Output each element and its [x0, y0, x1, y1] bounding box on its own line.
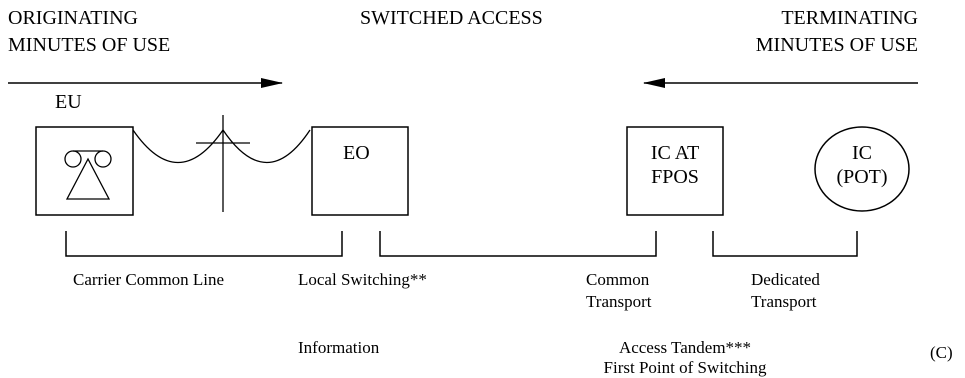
eu-label: EU [55, 91, 82, 113]
carrier-common-line-bracket [65, 231, 343, 257]
dedicated-transport-bracket [712, 231, 858, 257]
originating-heading-line1: ORIGINATING [8, 7, 138, 29]
eo-label: EO [343, 142, 370, 164]
carrier-common-line-label: Carrier Common Line [73, 270, 225, 289]
dedicated-transport-label-line2: Transport [751, 292, 817, 311]
common-transport-label-line2: Transport [586, 292, 652, 311]
dedicated-transport-label-line1: Dedicated [751, 270, 820, 289]
access-tandem-note: Access Tandem*** [618, 338, 752, 357]
first-point-of-switching-note: First Point of Switching [603, 358, 767, 377]
terminating-heading-line2: MINUTES OF USE [755, 34, 918, 56]
originating-heading-line2: MINUTES OF USE [8, 34, 171, 56]
local-switching-label: Local Switching** [298, 270, 427, 289]
wire-line [132, 129, 311, 164]
ic-at-fpos-label-line2: FPOS [651, 166, 699, 188]
terminating-heading-line1: TERMINATING [781, 7, 918, 29]
ic-pot-label-line1: IC [852, 142, 872, 164]
ic-pot-ellipse [814, 126, 910, 212]
ic-at-fpos-label-line1: IC AT [650, 142, 700, 164]
utility-pole [196, 115, 250, 212]
figure-label: (C) [930, 343, 953, 362]
switched-access-heading: SWITCHED ACCESS [360, 7, 543, 29]
eo-box [311, 126, 409, 216]
ic-at-fpos-box [626, 126, 724, 216]
ic-pot-label-line2: (POT) [836, 166, 888, 188]
telephone-icon [64, 150, 112, 200]
common-transport-bracket [379, 231, 657, 257]
eu-box [35, 126, 134, 216]
information-note: Information [298, 338, 380, 357]
common-transport-label-line1: Common [586, 270, 650, 289]
